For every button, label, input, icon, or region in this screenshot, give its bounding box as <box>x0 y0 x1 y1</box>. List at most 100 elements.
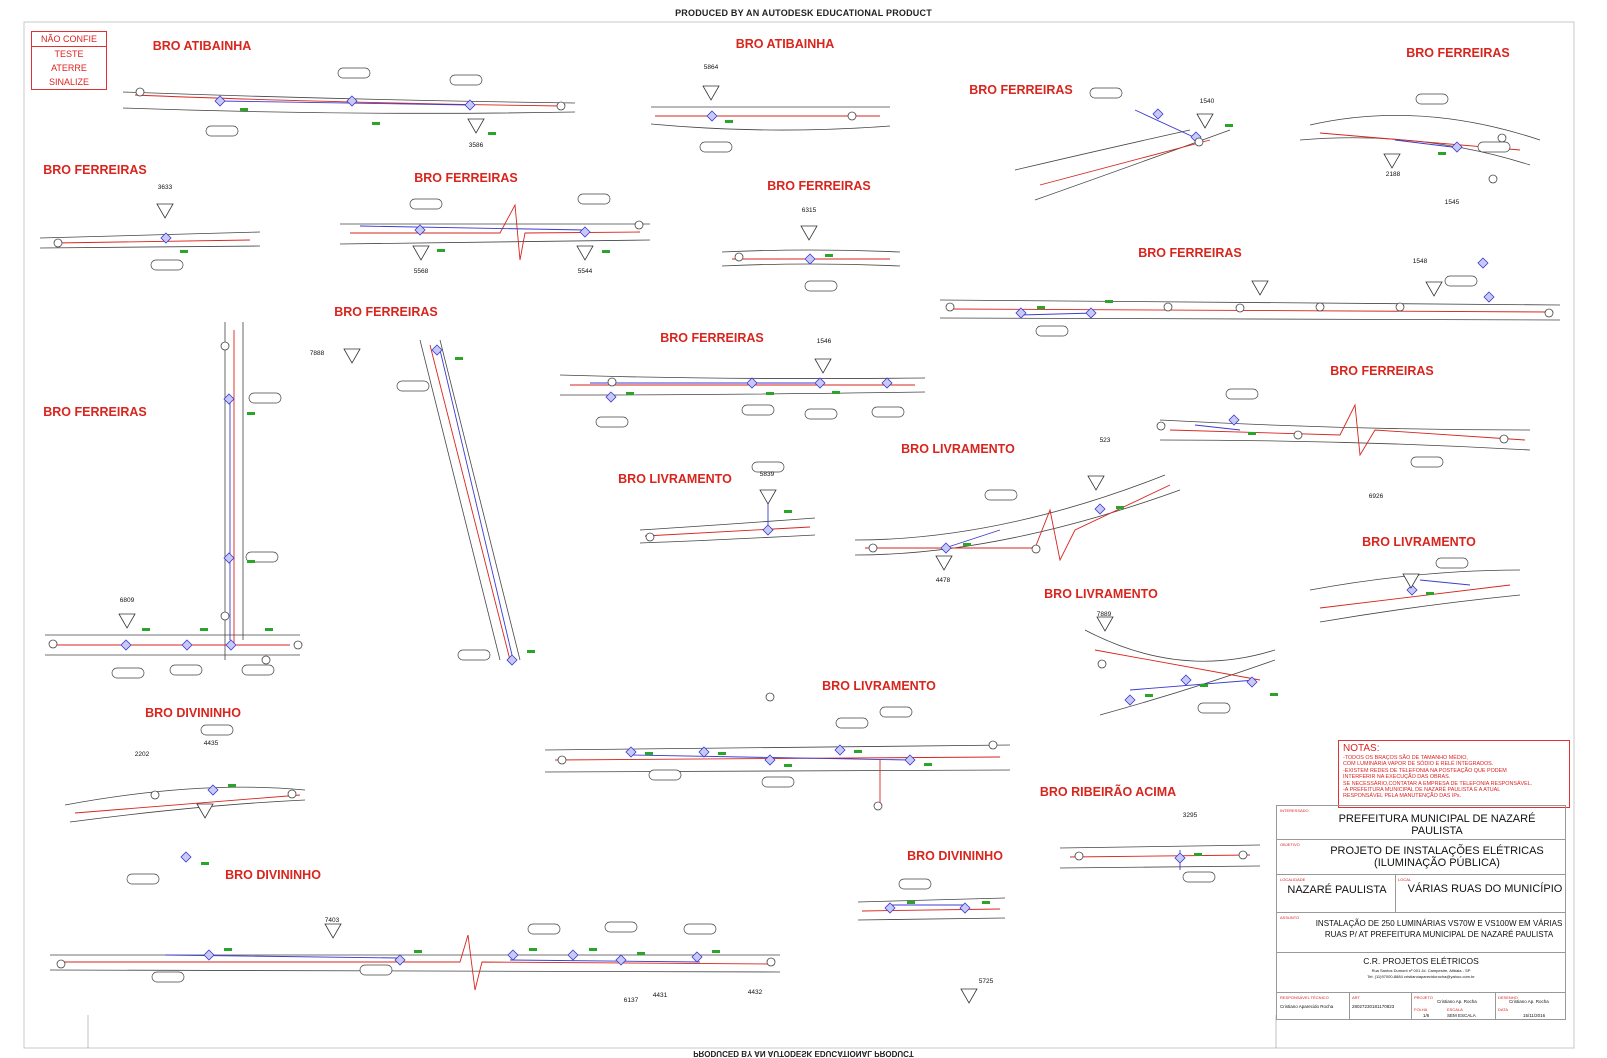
assunto-label: ASSUNTO <box>1280 915 1300 920</box>
luminaire-callout <box>595 416 629 428</box>
resp-value: Cristiano Aparecido Rocha <box>1280 1004 1334 1009</box>
pole-circle <box>1293 430 1303 440</box>
pole-marker <box>346 95 358 107</box>
pole-circle <box>556 101 566 111</box>
pole-circle <box>645 532 655 542</box>
warning-line: TESTE <box>54 49 84 59</box>
pole-number: 4435 <box>204 740 219 747</box>
pole-number: 4478 <box>936 577 951 584</box>
red-conductor <box>350 203 641 261</box>
pole-marker <box>884 902 896 914</box>
place-label: BRO LIVRAMENTO <box>822 679 936 693</box>
pole-circle <box>1395 302 1405 312</box>
luminaire-callout <box>751 461 785 473</box>
luminaire-callout <box>1182 871 1216 883</box>
place-label: BRO FERREIRAS <box>334 305 437 319</box>
arm-tick <box>924 763 932 766</box>
red-conductor <box>554 756 1001 761</box>
place-label: BRO FERREIRAS <box>43 163 146 177</box>
low-voltage-line <box>944 529 1001 549</box>
lamp-symbol <box>814 358 832 374</box>
road-edge <box>1099 659 1276 716</box>
lamp-symbol <box>412 245 430 261</box>
luminaire-callout <box>898 878 932 890</box>
pole-marker <box>904 754 916 766</box>
luminaire-callout <box>761 776 795 788</box>
luminaire-callout <box>396 380 430 392</box>
luminaire-callout <box>699 141 733 153</box>
pole-number: 1540 <box>1200 98 1215 105</box>
pole-circle <box>1499 434 1509 444</box>
road-edge <box>122 107 576 114</box>
place-label: BRO DIVININHO <box>225 868 321 882</box>
lamp-symbol <box>343 348 361 364</box>
lamp-symbol <box>935 555 953 571</box>
data-label: DATA <box>1498 1007 1509 1012</box>
pole-marker <box>180 851 192 863</box>
luminaire-callout <box>577 193 611 205</box>
localidade-label: LOCALIDADE <box>1280 877 1306 882</box>
pole-marker <box>464 99 476 111</box>
pole-number: 7889 <box>1097 611 1112 618</box>
arm-tick <box>247 560 255 563</box>
luminaire-callout <box>1415 93 1449 105</box>
pole-marker <box>1406 584 1418 596</box>
pole-circle <box>287 789 297 799</box>
lamp-symbol <box>1402 573 1420 589</box>
luminaire-callout <box>359 964 393 976</box>
arm-tick <box>1225 124 1233 127</box>
luminaire-callout <box>241 664 275 676</box>
pole-circle <box>766 957 776 967</box>
pole-number: 7888 <box>310 350 325 357</box>
arm-tick <box>1105 300 1113 303</box>
luminaire-callout <box>1410 456 1444 468</box>
pole-number: 5544 <box>578 268 593 275</box>
road-edge <box>1034 129 1231 201</box>
pole-circle <box>1544 308 1554 318</box>
local-label: LOCAL <box>1398 877 1412 882</box>
luminaire-callout <box>169 664 203 676</box>
lamp-symbol <box>960 988 978 1004</box>
low-voltage-line <box>1129 679 1256 691</box>
pole-circle <box>1238 850 1248 860</box>
arm-tick <box>224 948 232 951</box>
road-edge <box>69 799 306 823</box>
pole-number: 2188 <box>1386 171 1401 178</box>
road-edge <box>1159 419 1531 431</box>
resp-label: RESPONSÁVEL TÉCNICO <box>1280 995 1329 1000</box>
arm-tick <box>488 132 496 135</box>
pole-circle <box>1488 174 1498 184</box>
arm-tick <box>414 950 422 953</box>
pole-number: 7403 <box>325 917 340 924</box>
luminaire-callout <box>741 404 775 416</box>
luminaire-callout <box>1089 87 1123 99</box>
arm-tick <box>712 950 720 953</box>
luminaire-callout <box>449 74 483 86</box>
pole-marker <box>507 949 519 961</box>
pole-marker <box>120 639 132 651</box>
pole-marker <box>691 951 703 963</box>
pole-marker <box>1015 307 1027 319</box>
pole-number: 4431 <box>653 992 668 999</box>
pole-marker <box>1246 676 1258 688</box>
pole-circle <box>988 740 998 750</box>
arm-tick <box>200 628 208 631</box>
warning-line: SINALIZE <box>48 77 89 87</box>
road-edge <box>1059 865 1261 869</box>
road-edge <box>939 317 1561 321</box>
note-line: RESPONSÁVEL PELA MANUTENÇÃO DAS IPs. <box>1343 793 1462 800</box>
red-conductor <box>865 484 1171 562</box>
pole-marker <box>207 784 219 796</box>
note-line: SE NECESSÁRIO,CONTATAR A EMPRESA DE TELE… <box>1343 780 1533 787</box>
pole-circle <box>634 220 644 230</box>
pole-number: 5864 <box>704 64 719 71</box>
pole-circle <box>1497 133 1507 143</box>
luminaire-callout <box>200 724 234 736</box>
projeto-value: Cristiano Ap. Rocha <box>1437 999 1477 1004</box>
pole-marker <box>881 377 893 389</box>
lamp-symbol <box>196 803 214 819</box>
pole-marker <box>431 344 443 356</box>
arm-tick <box>240 108 248 111</box>
red-conductor <box>134 94 561 107</box>
low-voltage-line <box>1194 424 1241 431</box>
